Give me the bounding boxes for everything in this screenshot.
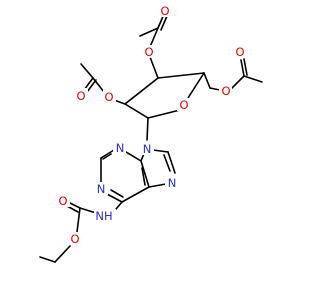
bond-c1-n9 [146,117,149,141]
bond-c4-oring [187,72,205,99]
atom-o-ring: O [177,98,190,112]
bond-o-ch2 [54,245,71,263]
bond-c2-c3 [124,77,159,105]
svg-text:O: O [58,194,67,208]
bond-c1-c2 [124,103,149,119]
bond-c-o-carbamate [76,207,81,233]
structure-svg: O O O O O O O N N N N NH [39,4,263,263]
bond-c-o-double2-acetyl-right [243,58,248,76]
bond-c-methyl-acetyl-top [139,27,159,37]
svg-text:N: N [97,182,106,196]
svg-text:O: O [144,45,153,59]
svg-text:N: N [116,141,125,155]
bond-o-c3 [149,56,159,79]
atom-n3: N [113,141,126,155]
bond-c-o-double-acetyl-right [240,59,245,77]
svg-text:O: O [160,4,169,18]
molecule-structure: O O O O O O O N N N N NH [39,4,263,263]
bond-c4-c5 [203,72,211,89]
atom-n7: N [165,176,178,190]
atom-o-carbamate-link: O [69,232,82,246]
bond-c3-c4 [157,72,205,79]
bond-n7-c5 [148,183,167,188]
bond-c6-c5 [121,186,150,203]
bond-o-c-acetyl-right [231,75,245,89]
svg-text:O: O [70,232,79,246]
bond-ch2-ch3 [39,256,56,263]
bond-methyl-acetyl-left [80,63,94,79]
svg-text:O: O [76,89,85,103]
atom-o-ester2-carbonyl: O [75,88,88,103]
bond-c-o-double2-acetyl-left [86,79,97,93]
atom-o-ester1-carbonyl: O [159,4,171,18]
bond-oring-c1 [147,109,181,119]
bond-n3-c2-double [102,153,112,160]
atom-o-ester3-carbonyl: O [234,45,247,59]
atom-o-ester3-link: O [219,84,232,98]
atom-n9: N [141,142,154,156]
atom-o-ester2-link: O [103,90,116,104]
bond-n3-c2 [100,149,115,159]
bond-c5-o [209,87,221,91]
svg-text:N: N [168,176,177,190]
atom-o-carbamate-carbonyl: O [57,194,70,208]
bond-c-o-acetyl-top [149,27,159,48]
bond-c8-n7-double [163,154,171,172]
bond-c-o-double2-acetyl-top [160,15,168,31]
bond-n1-c6-double [110,189,124,198]
svg-text:O: O [221,84,230,98]
bond-methyl-acetyl-right [243,75,263,83]
bond-c5-c4-double [141,167,146,186]
svg-text:O: O [104,90,113,104]
svg-text:N: N [143,142,152,156]
bond-nh-c [79,207,97,214]
atom-nh: NH [94,209,116,223]
bond-n1-c6 [106,193,123,203]
bond-c-o-acetyl-left [92,77,105,93]
bond-c8-n7 [167,151,176,174]
svg-text:O: O [179,98,188,112]
bond-c4-n3 [125,151,142,162]
atom-n1: N [95,182,108,196]
atom-o-ester1-link: O [143,45,156,59]
bond-n9-c8 [152,149,169,153]
svg-text:O: O [235,45,244,59]
bond-c5-c4 [140,160,150,188]
svg-text:NH: NH [95,209,112,223]
